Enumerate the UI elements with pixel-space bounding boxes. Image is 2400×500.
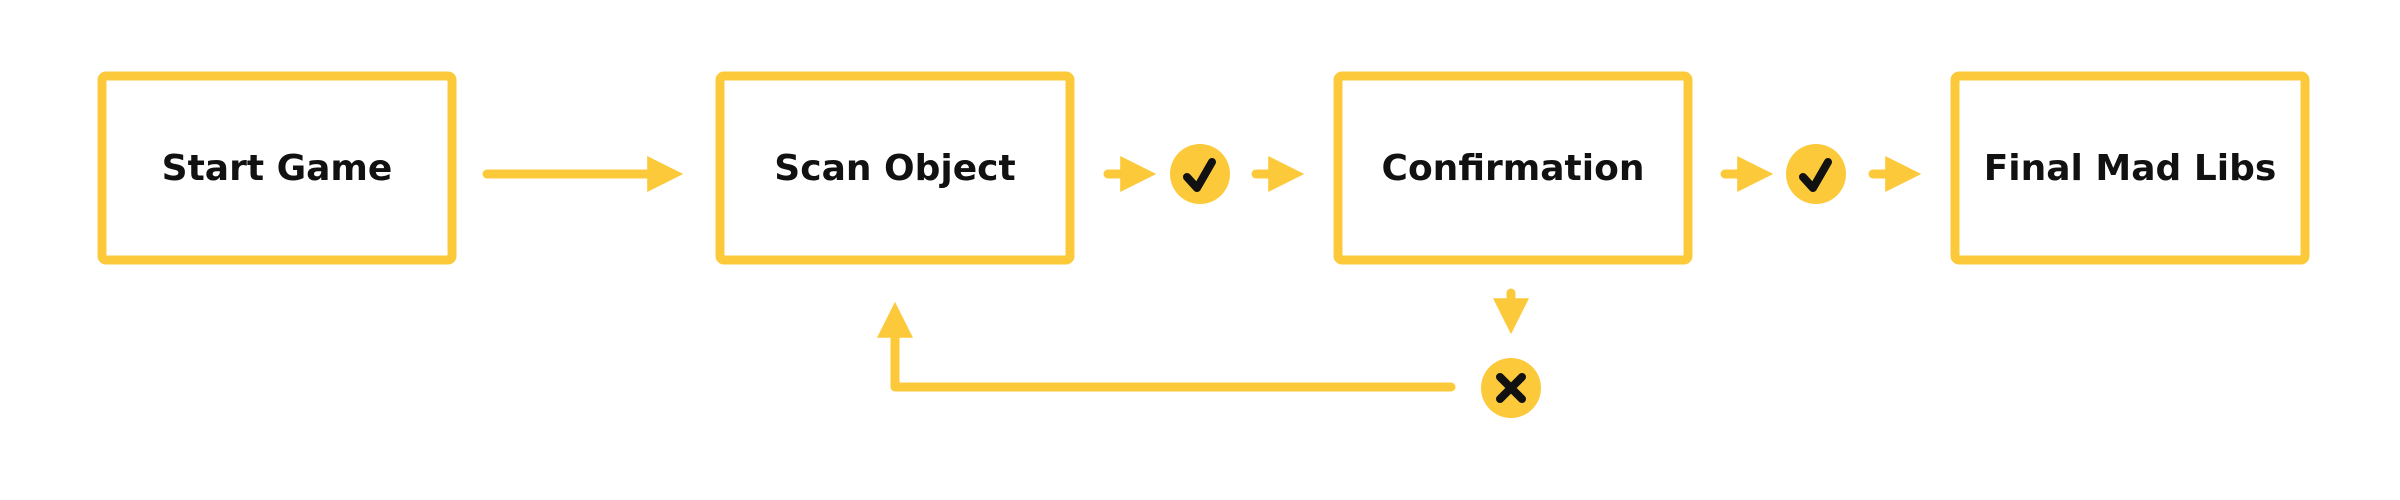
step-confirmation: Confirmation [1333,71,1693,265]
check-badge-scan [1170,144,1230,204]
check-badge-confirmation [1786,144,1846,204]
x-icon [1496,373,1526,403]
step-label-confirmation: Confirmation [1382,148,1645,189]
step-box [1333,71,1693,265]
step-start-game: Start Game [97,71,457,265]
check-icon [1799,158,1832,192]
step-box [1950,71,2310,265]
x-badge-confirmation [1481,358,1541,418]
step-box [97,71,457,265]
arrow-retry-to-scan [877,301,1456,392]
step-box [715,71,1075,265]
step-label-final-mad-libs: Final Mad Libs [1984,148,2277,189]
check-icon [1183,158,1216,192]
step-final-mad-libs: Final Mad Libs [1950,71,2310,265]
step-label-start-game: Start Game [162,148,393,189]
step-label-scan-object: Scan Object [774,148,1015,189]
step-scan-object: Scan Object [715,71,1075,265]
